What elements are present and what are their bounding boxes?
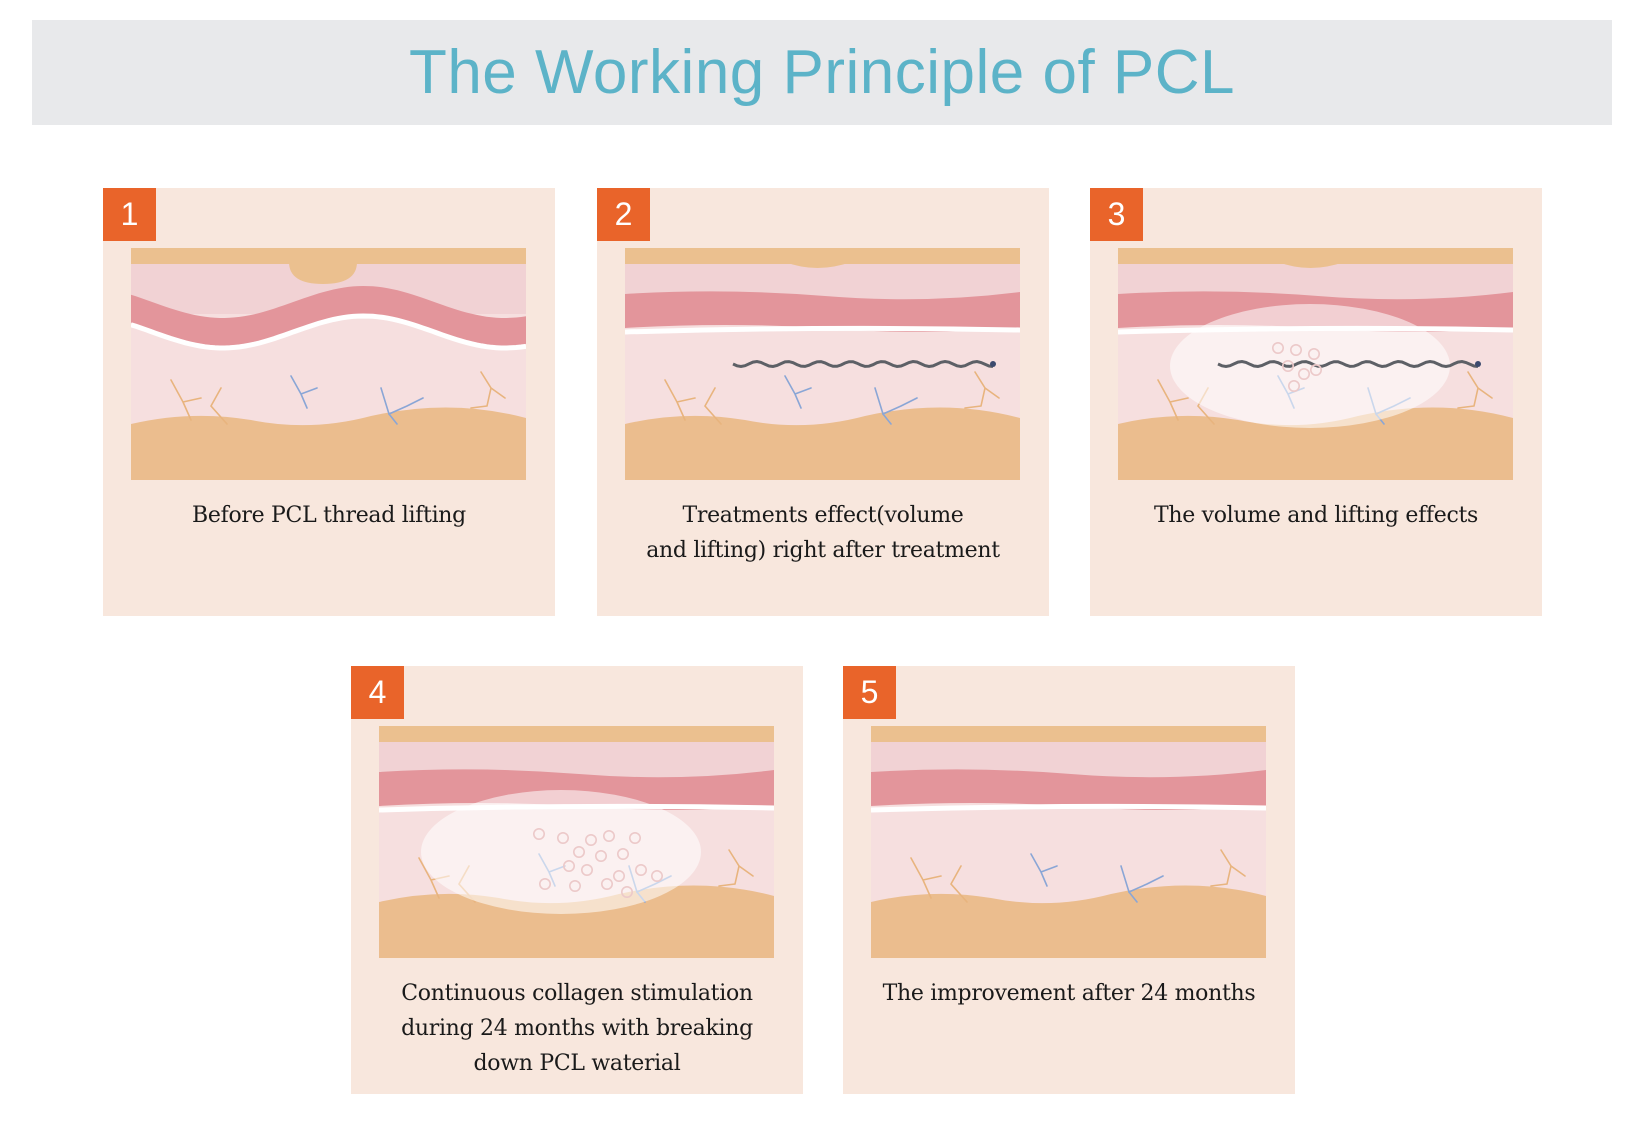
dermis-band <box>625 291 1020 332</box>
step-card-4: 4 Continuous collagen stimulation during… <box>351 666 803 1094</box>
vein <box>380 387 424 425</box>
step-caption: The improvement after 24 months <box>853 976 1285 1011</box>
step-number-badge: 4 <box>351 666 404 719</box>
caption-line: down PCL waterial <box>473 1051 681 1076</box>
collagen-cell <box>629 832 642 845</box>
vein <box>1120 865 1164 903</box>
collagen-cell <box>1282 360 1295 373</box>
dermis-boundary-line <box>131 313 526 351</box>
epidermis-layer <box>379 726 774 742</box>
caption-line: Continuous collagen stimulation <box>401 981 753 1006</box>
vein <box>1030 853 1058 887</box>
step-card-2: 2 Treatments effect(volume and lifting) … <box>597 188 1049 616</box>
step-number-badge: 2 <box>597 188 650 241</box>
collagen-cell <box>533 828 546 841</box>
skin-illustration-volume-lifting <box>1118 248 1513 480</box>
step-card-1: 1 Before PCL thread lifting <box>103 188 555 616</box>
caption-line: The improvement after 24 months <box>882 981 1256 1006</box>
capillary <box>470 371 506 409</box>
capillary <box>1457 371 1493 409</box>
collagen-cell <box>581 864 594 877</box>
step-caption: Continuous collagen stimulation during 2… <box>361 976 793 1081</box>
collagen-cell <box>1288 380 1301 393</box>
collagen-cell <box>601 878 614 891</box>
capillary <box>170 379 228 425</box>
skin-illustration-after-24-months <box>871 726 1266 958</box>
pcl-thread <box>1217 359 1479 369</box>
skin-illustration-collagen <box>379 726 774 958</box>
collagen-cell <box>621 886 634 899</box>
collagen-cell <box>573 846 586 859</box>
pore-bump <box>1278 262 1344 268</box>
epidermis-layer <box>625 248 1020 264</box>
fat-layer <box>871 885 1266 958</box>
step-caption: The volume and lifting effects <box>1100 498 1532 533</box>
collagen-glow <box>1170 304 1450 428</box>
dermis-band <box>379 769 774 810</box>
dermis-boundary-line <box>871 803 1266 813</box>
capillary <box>718 849 754 887</box>
fat-layer <box>379 885 774 958</box>
capillary <box>910 857 968 903</box>
step-card-5: 5 The improvement after 24 months <box>843 666 1295 1094</box>
collagen-cell <box>563 860 576 873</box>
caption-line: Treatments effect(volume <box>682 503 964 528</box>
collagen-cell <box>1290 344 1303 357</box>
pore-bump <box>785 262 851 268</box>
step-number-badge: 1 <box>103 188 156 241</box>
vein <box>874 387 918 425</box>
title-bar: The Working Principle of PCL <box>32 20 1612 125</box>
collagen-cell <box>1272 342 1285 355</box>
step-caption: Treatments effect(volume and lifting) ri… <box>607 498 1039 568</box>
pcl-thread <box>732 359 994 369</box>
collagen-cell <box>613 870 626 883</box>
step-caption: Before PCL thread lifting <box>113 498 545 533</box>
step-card-3: 3 The volume and lifting effects <box>1090 188 1542 616</box>
step-number-badge: 5 <box>843 666 896 719</box>
collagen-cell <box>1308 348 1321 361</box>
fat-layer <box>1118 407 1513 480</box>
collagen-cell <box>1298 368 1311 381</box>
thread-tip <box>1475 361 1481 367</box>
collagen-cell <box>1310 364 1323 377</box>
vein <box>290 375 318 409</box>
collagen-cell <box>539 878 552 891</box>
caption-line: The volume and lifting effects <box>1153 503 1479 528</box>
dermis-band <box>871 769 1266 810</box>
caption-line: and lifting) right after treatment <box>646 538 1000 563</box>
fat-layer <box>131 407 526 480</box>
fat-layer <box>625 407 1020 480</box>
capillary <box>1210 849 1246 887</box>
collagen-cell <box>617 848 630 861</box>
capillary <box>664 379 722 425</box>
collagen-cell <box>634 864 647 877</box>
page-title: The Working Principle of PCL <box>408 38 1236 107</box>
epidermis-layer <box>131 248 526 264</box>
skin-illustration-thread-inserted <box>625 248 1020 480</box>
collagen-cell <box>603 830 616 843</box>
collagen-cell <box>650 870 663 883</box>
vein <box>784 375 812 409</box>
dermis-boundary-line <box>625 325 1020 335</box>
dermis-band <box>131 286 526 346</box>
capillary <box>964 371 1000 409</box>
skin-illustration-before <box>131 248 526 480</box>
collagen-glow <box>421 790 701 914</box>
epidermis-layer <box>871 726 1266 742</box>
collagen-cell <box>569 880 582 893</box>
collagen-cell <box>585 834 598 847</box>
caption-line: during 24 months with breaking <box>401 1016 753 1041</box>
epidermis-layer <box>1118 248 1513 264</box>
step-number-badge: 3 <box>1090 188 1143 241</box>
collagen-cell <box>595 850 608 863</box>
collagen-cell <box>557 832 570 845</box>
thread-tip <box>990 361 996 367</box>
pore-bump <box>289 262 357 284</box>
caption-line: Before PCL thread lifting <box>192 503 466 528</box>
